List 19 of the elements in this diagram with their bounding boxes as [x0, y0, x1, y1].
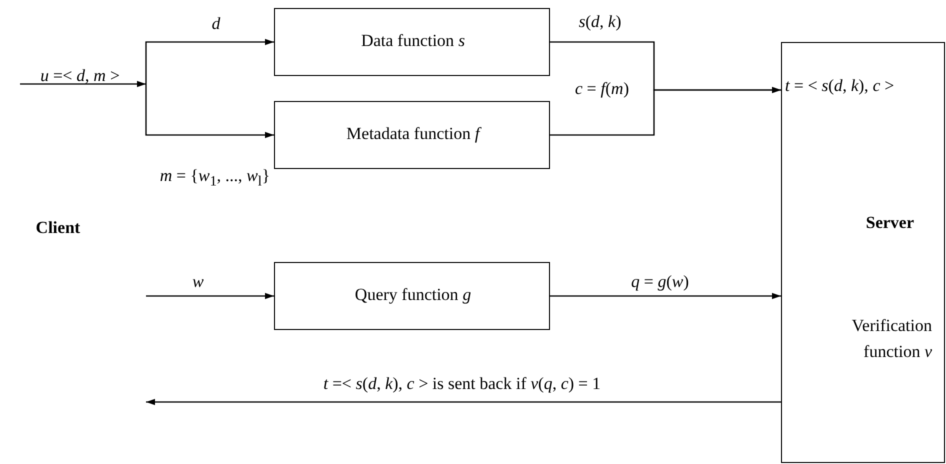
math-label: u =< d, m > [40, 66, 120, 86]
arrow [145, 84, 274, 138]
process-box [274, 101, 550, 169]
process-box [274, 262, 550, 330]
server-box [781, 42, 945, 463]
heading: Server [866, 213, 914, 233]
arrow [146, 292, 274, 300]
node-label: t = < s(d, k), c > [784, 77, 896, 96]
process-box [274, 8, 550, 76]
node-label: Data function s [360, 31, 466, 51]
node-label: Query function g [354, 285, 472, 305]
node-label: Metadata function f [345, 124, 482, 144]
arrow [550, 86, 781, 136]
arrow [20, 80, 146, 88]
node-label: Verification function v [850, 315, 932, 364]
arrow [550, 292, 781, 300]
arrow [145, 38, 274, 84]
arrow [146, 398, 781, 406]
section-label: Client [36, 218, 80, 238]
